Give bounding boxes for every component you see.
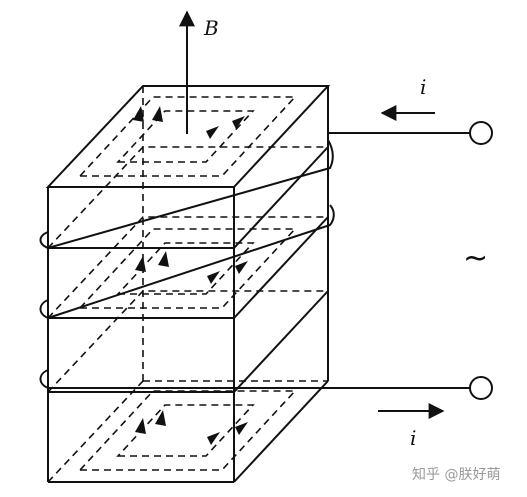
hidden-edges [47, 86, 328, 483]
ac-source-symbol: ~ [463, 241, 488, 276]
eddy-arrow [155, 410, 166, 426]
turn-2 [39, 204, 335, 320]
terminal-bottom [469, 376, 493, 400]
eddy-arrow [158, 251, 169, 267]
eddy-arrow [135, 256, 146, 272]
eddy-arrow [152, 106, 163, 122]
eddy-loop-mid-inner [116, 242, 255, 295]
eddy-arrow [135, 418, 146, 434]
eddy-loops [78, 96, 297, 471]
eddy-arrow [133, 106, 144, 122]
eddy-loop-top-inner [116, 110, 255, 163]
layer-line-1 [48, 146, 329, 249]
layer-line-3 [48, 290, 329, 393]
watermark: 知乎 @朕好萌 [412, 466, 500, 483]
core-block [45, 85, 331, 483]
eddy-arrow [207, 432, 220, 445]
turn-3 [39, 369, 470, 389]
eddy-arrow [235, 261, 248, 274]
eddy-arrow [235, 422, 248, 435]
bottom-right-edge [233, 380, 329, 483]
eddy-arrow [207, 271, 220, 284]
eddy-arrow [206, 126, 219, 139]
eddy-loop-bottom-inner [116, 404, 255, 457]
current-out-label: i [410, 426, 416, 450]
terminal-top [469, 121, 493, 145]
layer-line-2 [48, 216, 329, 319]
eddy-loop-bottom-outer [78, 390, 297, 471]
turn-1 [39, 139, 334, 250]
current-in-label: i [420, 75, 426, 99]
eddy-arrows [133, 106, 248, 445]
magnetic-field-label: B [203, 16, 219, 40]
eddy-arrow [232, 116, 245, 129]
coil-winding [39, 132, 470, 389]
